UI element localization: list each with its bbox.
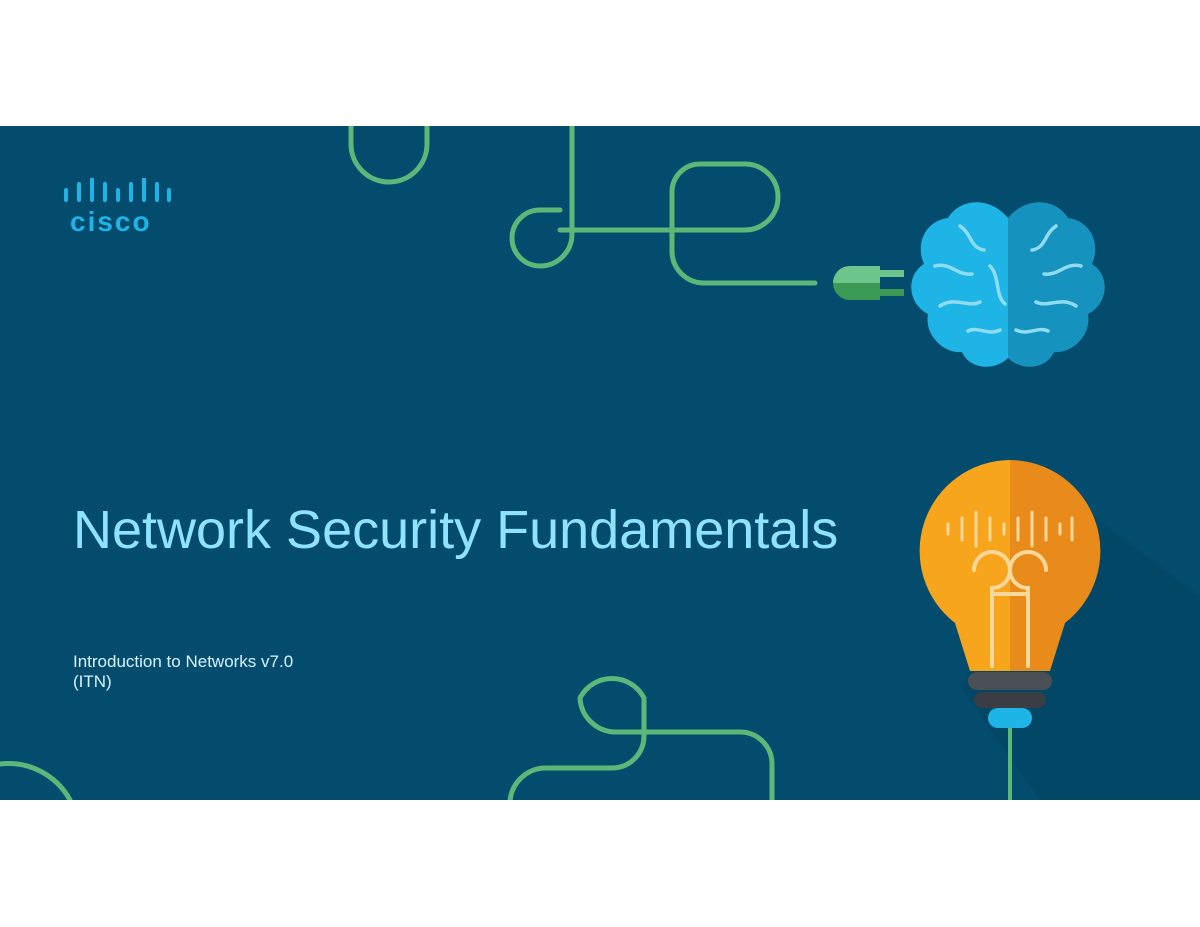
cable-top xyxy=(348,126,818,286)
title-slide: cisco Network Security Fundamentals Intr… xyxy=(0,126,1200,800)
subtitle-line-abbrev: (ITN) xyxy=(73,672,112,692)
cisco-bars-icon xyxy=(64,178,171,202)
plug-icon xyxy=(833,266,904,300)
cisco-logo: cisco xyxy=(62,178,172,238)
lightbulb-icon xyxy=(919,460,1101,800)
slide-subtitle: Introduction to Networks v7.0 (ITN) xyxy=(73,652,293,693)
subtitle-line-course: Introduction to Networks v7.0 xyxy=(73,652,294,671)
cable-bottom xyxy=(0,675,775,800)
cisco-wordmark: cisco xyxy=(70,206,152,237)
brain-icon xyxy=(911,202,1105,367)
slide-title: Network Security Fundamentals xyxy=(73,500,839,560)
decorative-artwork xyxy=(0,126,1200,800)
